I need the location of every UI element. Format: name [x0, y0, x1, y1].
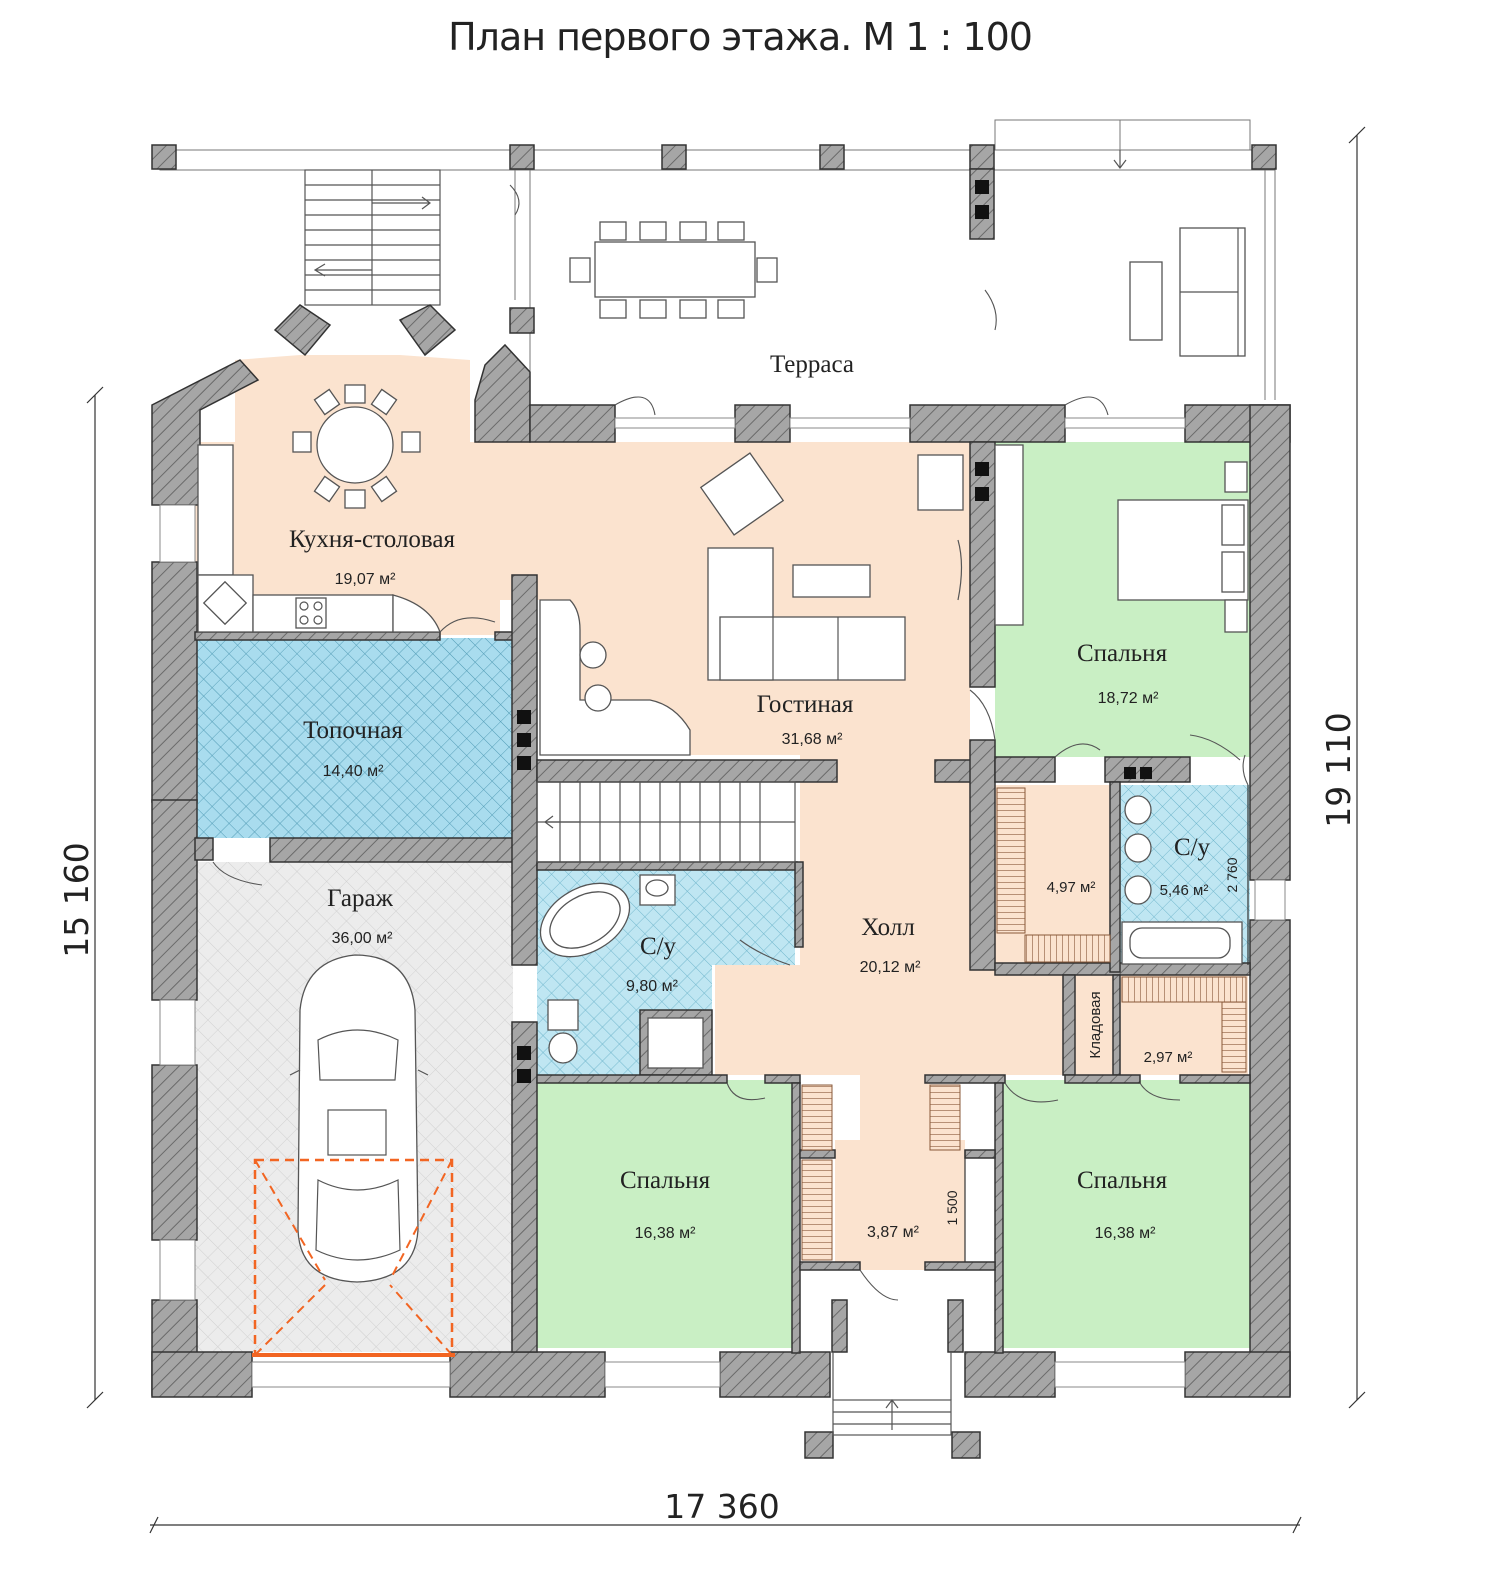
- bath-center-name: С/у: [640, 933, 677, 960]
- vestibule-area: 3,87 м²: [867, 1224, 920, 1241]
- dimension-width: 17 360: [664, 1487, 779, 1526]
- dimension-lines: [86, 126, 1366, 1534]
- boiler-name: Топочная: [303, 717, 403, 744]
- door-swings: [212, 184, 1249, 1301]
- stairs-main: [536, 781, 796, 863]
- terrace-label: Терраса: [770, 351, 854, 378]
- bedroom-sw-name: Спальня: [620, 1167, 711, 1194]
- vestibule-floor: [835, 1140, 965, 1270]
- dimension-height-right: 19 110: [1319, 712, 1358, 827]
- kitchen-furniture: [197, 384, 441, 633]
- living-name: Гостиная: [757, 691, 854, 718]
- living-area: 31,68 м²: [782, 731, 843, 748]
- storage-name: Кладовая: [1087, 991, 1104, 1058]
- garage-name: Гараж: [327, 885, 394, 912]
- boiler-area: 14,40 м²: [323, 763, 384, 780]
- kitchen-name: Кухня-столовая: [289, 526, 455, 553]
- terrace-stairs: [304, 169, 441, 306]
- entrance-stairs: [832, 1352, 952, 1436]
- hall-name: Холл: [861, 914, 915, 941]
- kitchen-area: 19,07 м²: [335, 571, 396, 588]
- living-furniture: [539, 452, 964, 756]
- kitchen-floor: [195, 355, 540, 635]
- closet-shelving: [801, 787, 1247, 1261]
- bath-east-name: С/у: [1174, 834, 1211, 861]
- bedroom-sw-area: 16,38 м²: [635, 1225, 696, 1242]
- bath-east-area: 5,46 м²: [1160, 882, 1209, 899]
- storage-floor: [1075, 975, 1113, 1075]
- dimension-vestibule-width: 1 500: [944, 1190, 960, 1225]
- bedroom-ne-furniture: [994, 444, 1249, 633]
- walls: [151, 144, 1291, 1459]
- bath-center-fixtures: [539, 874, 704, 1069]
- garage-area: 36,00 м²: [332, 930, 393, 947]
- bath-center-area: 9,80 м²: [626, 978, 679, 995]
- terrace-dining-table: [569, 221, 778, 319]
- terrace: Терраса: [159, 119, 1276, 400]
- hall-floor: [715, 755, 1070, 1145]
- terrace-lounge: [1129, 227, 1246, 357]
- bedroom-ne-name: Спальня: [1077, 640, 1168, 667]
- bedroom-se-area: 16,38 м²: [1095, 1225, 1156, 1242]
- plan-title: План первого этажа. М 1 : 100: [448, 15, 1032, 59]
- bedroom-ne-area: 18,72 м²: [1098, 690, 1159, 707]
- closet-1-area: 4,97 м²: [1047, 879, 1096, 896]
- closet-2-area: 2,97 м²: [1144, 1049, 1193, 1066]
- bedroom-se-floor: [995, 1080, 1250, 1348]
- hall-area: 20,12 м²: [860, 959, 921, 976]
- dimension-bath-width: 2 760: [1224, 857, 1240, 892]
- room-labels: Кухня-столовая 19,07 м² Топочная 14,40 м…: [289, 526, 1211, 1242]
- bath-east-fixtures: [1121, 795, 1243, 965]
- bedroom-sw-floor: [537, 1080, 792, 1348]
- bedroom-se-name: Спальня: [1077, 1167, 1168, 1194]
- garage-car: [252, 954, 455, 1357]
- windows: [159, 417, 1286, 1388]
- boiler-floor: [195, 638, 513, 838]
- dimension-height-left: 15 160: [57, 842, 96, 957]
- chimney-vents: [517, 180, 1152, 1083]
